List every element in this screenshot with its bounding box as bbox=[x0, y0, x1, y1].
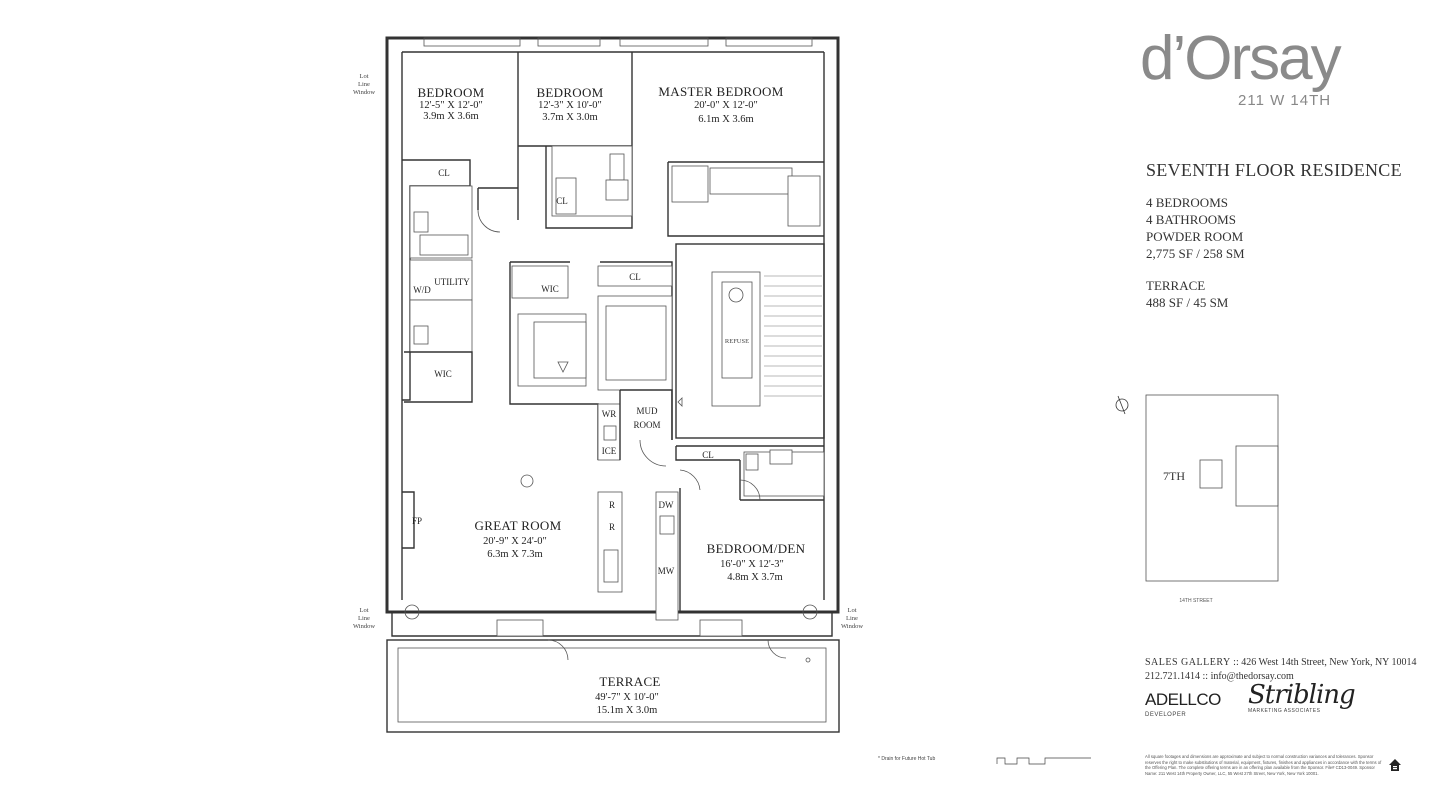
building-address: 211 W 14TH bbox=[1238, 92, 1332, 109]
spec-powder-room: POWDER ROOM bbox=[1146, 229, 1244, 244]
svg-text:Line: Line bbox=[358, 615, 370, 622]
label-mud-room: ROOM bbox=[633, 420, 660, 430]
sales-gallery-label: SALES GALLERY bbox=[1145, 657, 1231, 668]
svg-text:15.1m X 3.0m: 15.1m X 3.0m bbox=[597, 705, 658, 716]
svg-text:Window: Window bbox=[353, 623, 375, 630]
label-refrigerator-2: R bbox=[609, 522, 615, 532]
label-wic-1: WIC bbox=[434, 369, 452, 379]
lot-line-window-bottom-right: Lot Line Window bbox=[841, 607, 863, 630]
terrace-area: 488 SF / 45 SM bbox=[1146, 295, 1229, 310]
terrace-specs: TERRACE 488 SF / 45 SM bbox=[1146, 277, 1228, 311]
svg-text:20'-0" X 12'-0": 20'-0" X 12'-0" bbox=[694, 100, 758, 111]
svg-text:12'-3" X 10'-0": 12'-3" X 10'-0" bbox=[538, 100, 602, 111]
sales-email-link[interactable]: info@thedorsay.com bbox=[1210, 671, 1294, 682]
svg-text:GREAT ROOM: GREAT ROOM bbox=[475, 518, 562, 533]
sales-gallery-address: 426 West 14th Street, New York, NY 10014 bbox=[1241, 657, 1417, 668]
svg-text:BEDROOM: BEDROOM bbox=[536, 85, 603, 100]
label-wic-2: WIC bbox=[541, 284, 559, 294]
key-plan: 7TH 14TH STREET bbox=[1115, 394, 1279, 604]
svg-text:6.3m X 7.3m: 6.3m X 7.3m bbox=[487, 549, 542, 560]
bay-left bbox=[496, 619, 544, 637]
sales-contact: SALES GALLERY :: 426 West 14th Street, N… bbox=[1145, 656, 1417, 684]
lot-line-window-bottom-left: Lot Line Window bbox=[353, 607, 375, 630]
svg-text:6.1m X 3.6m: 6.1m X 3.6m bbox=[698, 114, 753, 125]
label-closet-2: CL bbox=[556, 196, 568, 206]
key-plan-street: 14TH STREET bbox=[1179, 598, 1212, 604]
label-wine-room: WR bbox=[602, 409, 617, 419]
svg-text:BEDROOM: BEDROOM bbox=[417, 85, 484, 100]
svg-text:Lot: Lot bbox=[359, 607, 368, 614]
label-ice: ICE bbox=[602, 446, 617, 456]
spec-bathrooms: 4 BATHROOMS bbox=[1146, 212, 1236, 227]
svg-text:TERRACE: TERRACE bbox=[599, 674, 660, 689]
top-windows bbox=[423, 37, 813, 47]
legal-disclaimer: All square footages and dimensions are a… bbox=[1145, 754, 1382, 776]
label-microwave: MW bbox=[658, 566, 675, 576]
adellco-logo: ADELLCO bbox=[1145, 690, 1221, 709]
room-bedroom-den: BEDROOM/DEN 16'-0" X 12'-3" 4.8m X 3.7m bbox=[707, 541, 806, 583]
label-fireplace: FP bbox=[412, 516, 422, 526]
label-mud: MUD bbox=[636, 406, 658, 416]
north-arrow-icon bbox=[1115, 395, 1129, 415]
dorsay-logo: d’Orsay bbox=[1140, 24, 1342, 93]
developer-block: ADELLCO DEVELOPER bbox=[1145, 690, 1221, 718]
label-closet-1: CL bbox=[438, 168, 450, 178]
equal-housing-icon bbox=[1389, 759, 1401, 771]
label-refuse: REFUSE bbox=[725, 338, 749, 345]
label-closet-4: CL bbox=[702, 450, 714, 460]
column-right bbox=[802, 604, 818, 620]
room-master-bedroom: MASTER BEDROOM 20'-0" X 12'-0" 6.1m X 3.… bbox=[658, 84, 783, 125]
developer-role: DEVELOPER bbox=[1145, 712, 1187, 718]
svg-text:12'-5" X 12'-0": 12'-5" X 12'-0" bbox=[419, 100, 483, 111]
label-dishwasher: DW bbox=[659, 500, 674, 510]
scale-bar bbox=[996, 757, 1091, 765]
terrace-title: TERRACE bbox=[1146, 278, 1206, 293]
label-utility: UTILITY bbox=[434, 277, 470, 287]
sales-phone[interactable]: 212.721.1414 bbox=[1145, 671, 1200, 682]
bay-right bbox=[699, 619, 743, 637]
label-refrigerator-1: R bbox=[609, 500, 615, 510]
terrace-outline bbox=[386, 639, 840, 733]
marketer-role: MARKETING ASSOCIATES bbox=[1248, 708, 1321, 714]
spec-area: 2,775 SF / 258 SM bbox=[1146, 246, 1245, 261]
svg-text:Window: Window bbox=[353, 89, 375, 96]
svg-text:16'-0" X 12'-3": 16'-0" X 12'-3" bbox=[720, 559, 784, 570]
brand-logo: d’Orsay 211 W 14TH bbox=[1140, 24, 1370, 110]
lot-line-window-top-left: Lot Line Window bbox=[353, 73, 375, 96]
residence-title: SEVENTH FLOOR RESIDENCE bbox=[1146, 160, 1402, 180]
column-left bbox=[404, 604, 420, 620]
contact-separator: :: bbox=[1233, 657, 1239, 668]
marketer-block: Stribling MARKETING ASSOCIATES bbox=[1248, 680, 1356, 714]
room-great-room: GREAT ROOM 20'-9" X 24'-0" 6.3m X 7.3m bbox=[475, 518, 562, 560]
svg-text:Window: Window bbox=[841, 623, 863, 630]
spec-bedrooms: 4 BEDROOMS bbox=[1146, 195, 1228, 210]
svg-text:49'-7" X 10'-0": 49'-7" X 10'-0" bbox=[595, 692, 659, 703]
contact-separator-2: :: bbox=[1202, 671, 1209, 682]
room-terrace: TERRACE 49'-7" X 10'-0" 15.1m X 3.0m bbox=[595, 674, 660, 716]
svg-text:Lot: Lot bbox=[847, 607, 856, 614]
floor-plan: BEDROOM 12'-5" X 12'-0" 3.9m X 3.6m BEDR… bbox=[353, 36, 863, 733]
label-closet-3: CL bbox=[629, 272, 641, 282]
stribling-logo: Stribling bbox=[1248, 680, 1356, 710]
svg-text:BEDROOM/DEN: BEDROOM/DEN bbox=[707, 541, 806, 556]
hot-tub-footnote: * Drain for Future Hot Tub bbox=[878, 756, 936, 762]
svg-text:4.8m X 3.7m: 4.8m X 3.7m bbox=[727, 572, 782, 583]
residence-specs: 4 BEDROOMS 4 BATHROOMS POWDER ROOM 2,775… bbox=[1146, 194, 1245, 262]
room-bedroom-2: BEDROOM 12'-3" X 10'-0" 3.7m X 3.0m bbox=[536, 85, 603, 123]
stair-treads bbox=[764, 275, 822, 397]
svg-text:20'-9" X 24'-0": 20'-9" X 24'-0" bbox=[483, 536, 547, 547]
svg-text:Lot: Lot bbox=[359, 73, 368, 80]
svg-text:3.9m X 3.6m: 3.9m X 3.6m bbox=[423, 111, 478, 122]
label-washer-dryer: W/D bbox=[413, 285, 431, 295]
svg-text:Line: Line bbox=[846, 615, 858, 622]
svg-text:3.7m X 3.0m: 3.7m X 3.0m bbox=[542, 112, 597, 123]
svg-text:Line: Line bbox=[358, 81, 370, 88]
key-plan-floor: 7TH bbox=[1163, 469, 1185, 483]
svg-text:MASTER BEDROOM: MASTER BEDROOM bbox=[658, 84, 783, 99]
room-bedroom-1: BEDROOM 12'-5" X 12'-0" 3.9m X 3.6m bbox=[417, 85, 484, 122]
